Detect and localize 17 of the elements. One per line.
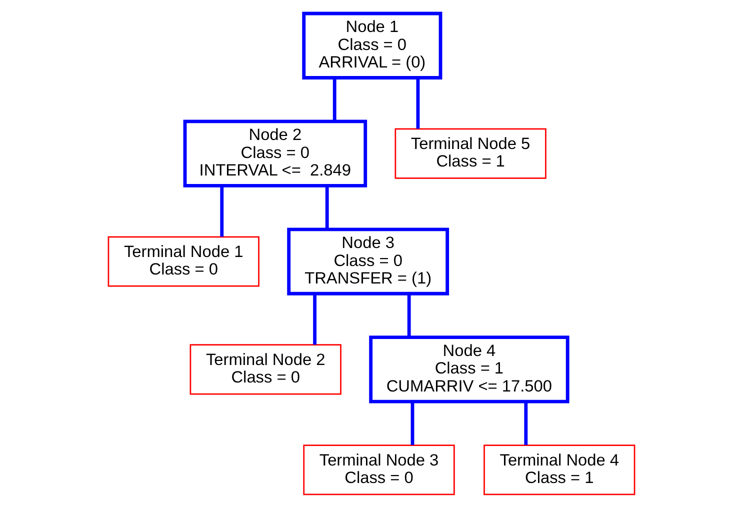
- node-box: Terminal Node 3 Class = 0: [302, 444, 454, 496]
- connector: [524, 402, 528, 445]
- connector: [324, 186, 328, 230]
- connector: [332, 78, 336, 122]
- connector: [312, 294, 316, 345]
- node-box: Node 2 Class = 0 INTERVAL <= 2.849: [182, 120, 367, 188]
- node-box: Terminal Node 4 Class = 1: [483, 444, 635, 496]
- connector: [416, 78, 420, 129]
- node-box: Node 1 Class = 0 ARRIVAL = (0): [302, 12, 442, 80]
- node-box: Terminal Node 1 Class = 0: [107, 236, 259, 287]
- node-box: Terminal Node 5 Class = 1: [394, 128, 546, 179]
- node-box: Node 4 Class = 1 CUMARRIV <= 17.500: [368, 336, 569, 404]
- connector: [410, 402, 414, 445]
- node-box: Node 3 Class = 0 TRANSFER = (1): [286, 228, 449, 296]
- connector: [220, 186, 224, 237]
- connector: [406, 294, 410, 338]
- node-box: Terminal Node 2 Class = 0: [189, 344, 341, 395]
